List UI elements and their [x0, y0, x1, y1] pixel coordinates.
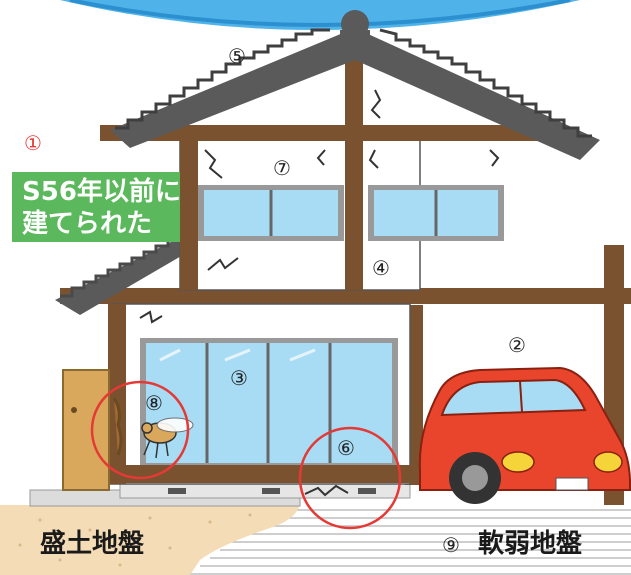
marker-5: ⑤	[228, 44, 246, 68]
car-icon	[418, 366, 631, 504]
marker-9: ⑨	[442, 533, 460, 557]
upper-roof	[110, 10, 600, 160]
fill-ground	[0, 505, 300, 575]
sky-arc-edge	[69, 0, 571, 27]
foundation-crack	[304, 484, 349, 497]
second-floor	[100, 60, 540, 291]
era-tag-line2: 建てられた	[22, 209, 152, 239]
termite-highlight-circle	[90, 380, 190, 480]
fill-ground-label: 盛土地盤	[40, 528, 145, 559]
marker-3: ③	[230, 366, 248, 390]
era-tag	[12, 172, 180, 242]
marker-4: ④	[372, 256, 390, 280]
door	[62, 369, 110, 491]
marker-2: ②	[508, 333, 526, 357]
marker-1: ①	[24, 131, 42, 155]
lower-roof	[55, 236, 195, 315]
marker-8: ⑧	[145, 391, 163, 415]
termite-damage	[112, 397, 123, 456]
marker-6: ⑥	[337, 436, 355, 460]
foundation-highlight-circle	[298, 426, 402, 530]
sky-arc	[60, 0, 580, 30]
soft-ground-label: 軟弱地盤	[478, 528, 583, 559]
termite-icon	[141, 417, 194, 459]
marker-7: ⑦	[273, 156, 291, 180]
ground	[0, 479, 631, 575]
era-tag-line1: S56年以前に	[22, 176, 181, 207]
wall-crack	[139, 310, 163, 324]
large-window	[140, 338, 398, 468]
